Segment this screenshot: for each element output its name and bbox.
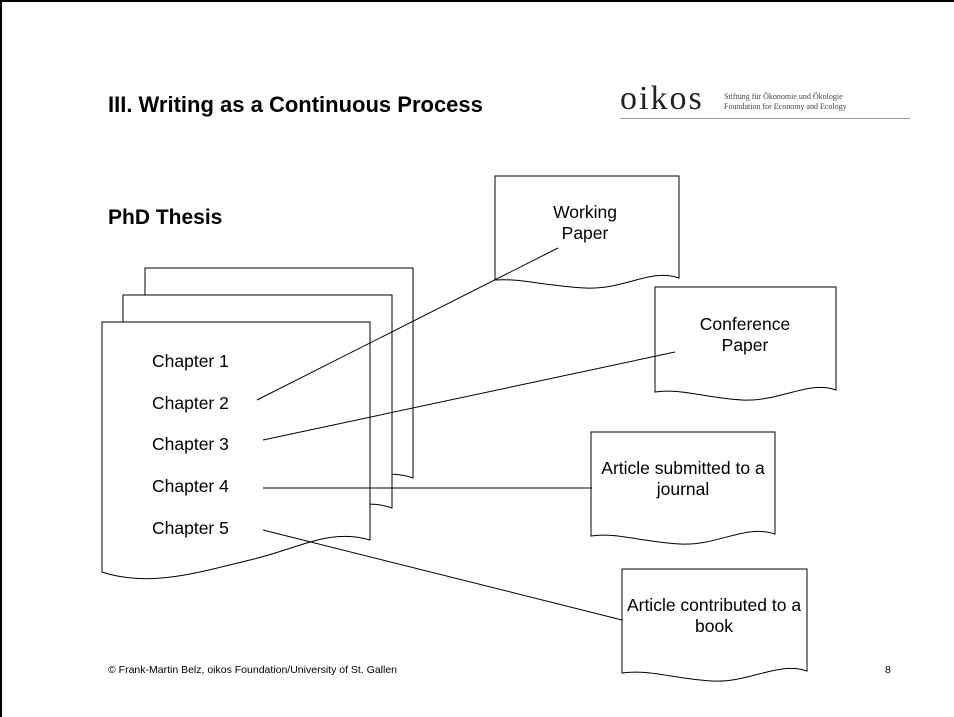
- working-paper-doc: [494, 175, 680, 289]
- connector-ch5-book: [262, 529, 623, 621]
- page-number: 8: [885, 664, 891, 676]
- article-book-label: Article contributed to a book: [626, 595, 802, 636]
- slide-title: III. Writing as a Continuous Process: [108, 92, 483, 117]
- chapter-3-label: Chapter 3: [152, 434, 229, 454]
- chapter-4-label: Chapter 4: [152, 476, 229, 496]
- working-paper-label: Working Paper: [553, 202, 617, 243]
- conference-paper-doc: [654, 286, 837, 401]
- chapter-2-label: Chapter 2: [152, 393, 229, 413]
- article-book-doc: [621, 568, 808, 682]
- logo-wordmark: oikos: [620, 80, 704, 117]
- chapter-1-label: Chapter 1: [152, 351, 229, 371]
- thesis-heading: PhD Thesis: [108, 206, 223, 229]
- logo-subline-1: Stiftung für Ökonomie und Ökologie: [724, 92, 843, 101]
- connector-ch3-conference: [262, 351, 676, 441]
- logo-subline-2: Foundation for Economy and Ecology: [724, 102, 847, 111]
- conference-paper-label: Conference Paper: [699, 314, 791, 355]
- article-journal-label: Article submitted to a journal: [601, 458, 765, 499]
- article-journal-doc: [590, 431, 776, 545]
- thesis-page-front: [101, 321, 371, 580]
- oikos-logo: oikos Stiftung für Ökonomie und Ökologie…: [620, 80, 910, 120]
- copyright-footer: © Frank-Martin Belz, oikos Foundation/Un…: [108, 664, 398, 676]
- connector-ch2-working: [256, 247, 559, 401]
- logo-rule: [620, 118, 910, 119]
- chapter-5-label: Chapter 5: [152, 518, 229, 538]
